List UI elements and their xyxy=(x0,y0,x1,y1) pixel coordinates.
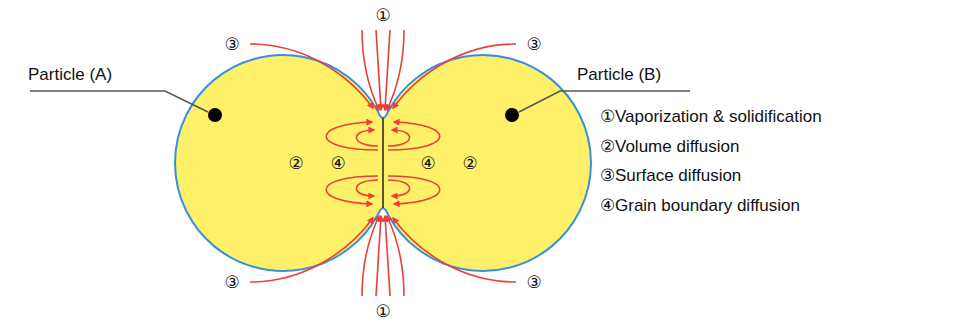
particle-center xyxy=(208,108,222,122)
callout-number: ② xyxy=(288,154,303,173)
callout-number: ③ xyxy=(526,273,541,292)
particle-label: Particle (B) xyxy=(577,66,661,85)
callout-number: ① xyxy=(375,6,390,25)
callout-number: ④ xyxy=(330,154,345,173)
callout-number: ① xyxy=(375,302,390,321)
grain-boundary xyxy=(382,118,384,208)
callout-number: ③ xyxy=(526,35,541,54)
legend-text: ③Surface diffusion xyxy=(600,167,741,186)
legend-text: ④Grain boundary diffusion xyxy=(600,197,800,216)
leader-line xyxy=(30,91,208,112)
legend-text: ②Volume diffusion xyxy=(600,138,739,157)
particle-center xyxy=(505,108,519,122)
diffusion-arrows xyxy=(250,30,516,296)
callout-number: ③ xyxy=(224,35,239,54)
legend-text: ①Vaporization & solidification xyxy=(600,108,822,127)
callout-number: ④ xyxy=(420,154,435,173)
callout-number: ③ xyxy=(224,273,239,292)
callout-number: ② xyxy=(462,154,477,173)
particle-pair xyxy=(175,55,591,271)
particle-label: Particle (A) xyxy=(28,66,112,85)
